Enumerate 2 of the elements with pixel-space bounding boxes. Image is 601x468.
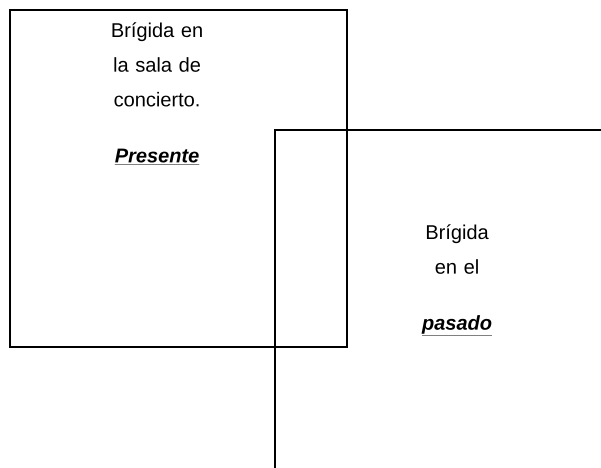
text-box: Brígida en el pasado (274, 129, 601, 468)
text-box: Brígida en la sala de concierto. Presente (9, 9, 348, 348)
